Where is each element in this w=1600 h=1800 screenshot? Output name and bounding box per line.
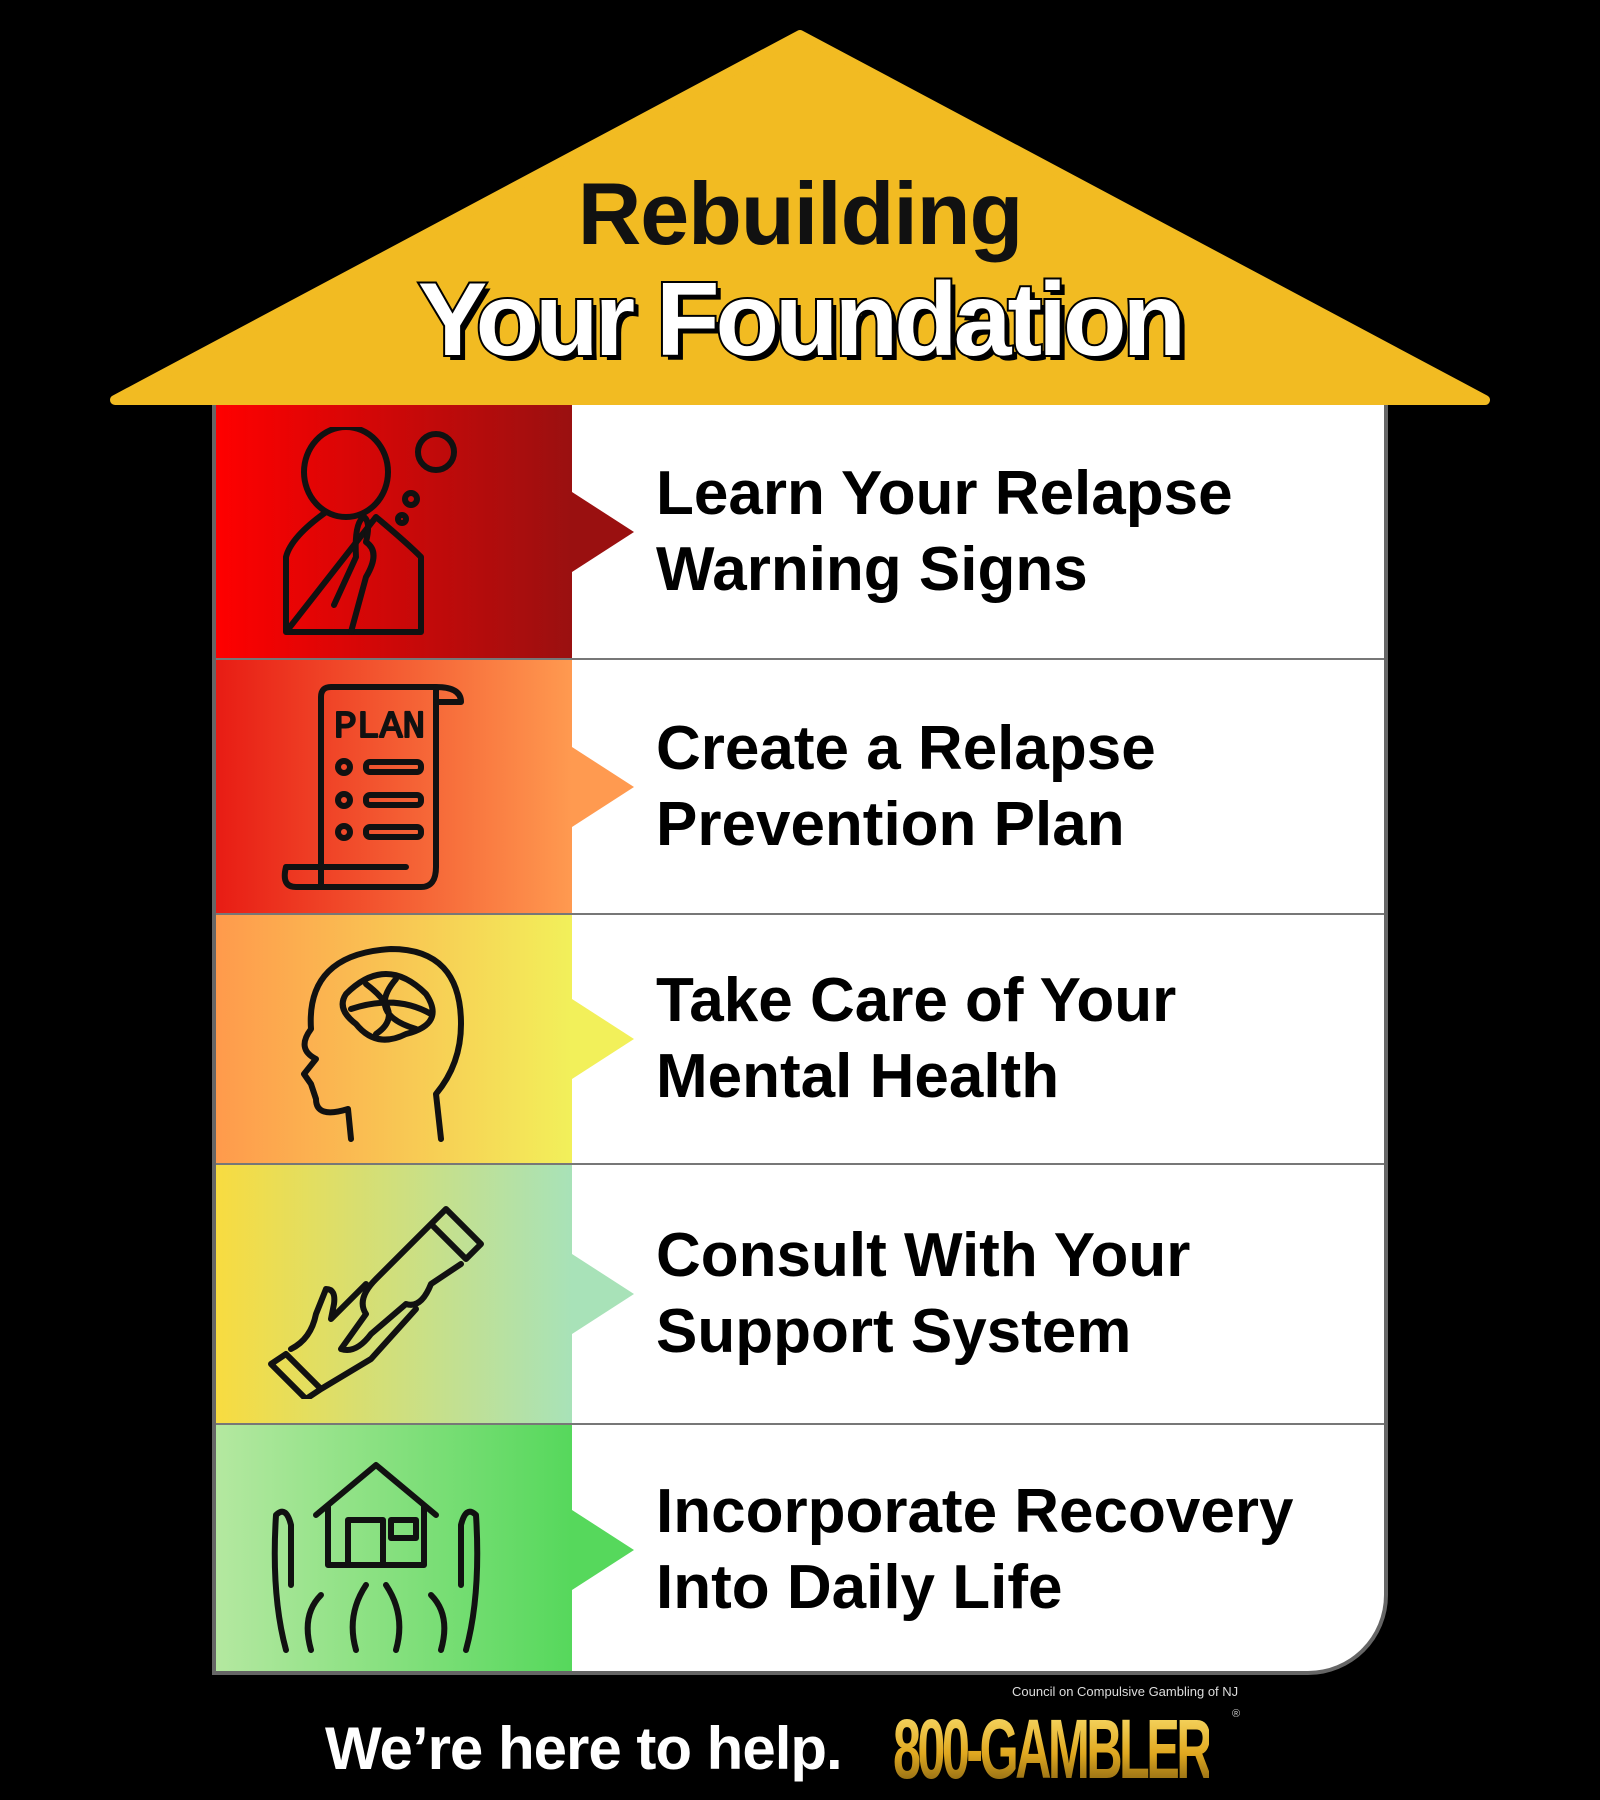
org-name: Council on Compulsive Gambling of NJ <box>1012 1684 1239 1699</box>
thinking-person-icon <box>256 423 496 637</box>
step-color-panel <box>216 1165 572 1423</box>
hands-house-icon <box>256 1445 496 1655</box>
step-label-line2: Mental Health <box>656 1042 1060 1111</box>
step-label-line1: Take Care of Your <box>656 966 1177 1035</box>
title-line2: Your Foundation <box>416 262 1188 378</box>
tagline: We’re here to help. <box>325 1715 843 1782</box>
step-arrow <box>572 1254 634 1334</box>
step-label-line2: Into Daily Life <box>656 1553 1063 1622</box>
step-arrow <box>572 999 634 1079</box>
step-label-line2: Support System <box>656 1297 1132 1366</box>
roof <box>110 30 1490 405</box>
logo-800-gambler[interactable]: 800-GAMBLER <box>893 1702 1213 1796</box>
plan-scroll-icon: PLAN <box>256 682 496 892</box>
title-line1: Rebuilding <box>577 164 1024 263</box>
handshake-icon <box>256 1189 496 1402</box>
step-color-panel <box>216 660 572 913</box>
step-arrow <box>572 1510 634 1590</box>
step-arrow <box>572 491 634 572</box>
step-arrow <box>572 746 634 827</box>
step-label-line1: Learn Your Relapse <box>656 458 1233 528</box>
step-label-line1: Create a Relapse <box>656 713 1156 783</box>
step-label-line2: Prevention Plan <box>656 789 1125 859</box>
registered-mark: ® <box>1232 1708 1241 1720</box>
head-brain-icon <box>256 934 496 1144</box>
step-label-line1: Consult With Your <box>656 1221 1191 1290</box>
step-label-line2: Warning Signs <box>656 534 1088 604</box>
step-label-line1: Incorporate Recovery <box>656 1477 1294 1546</box>
plan-icon-text: PLAN <box>334 706 425 749</box>
